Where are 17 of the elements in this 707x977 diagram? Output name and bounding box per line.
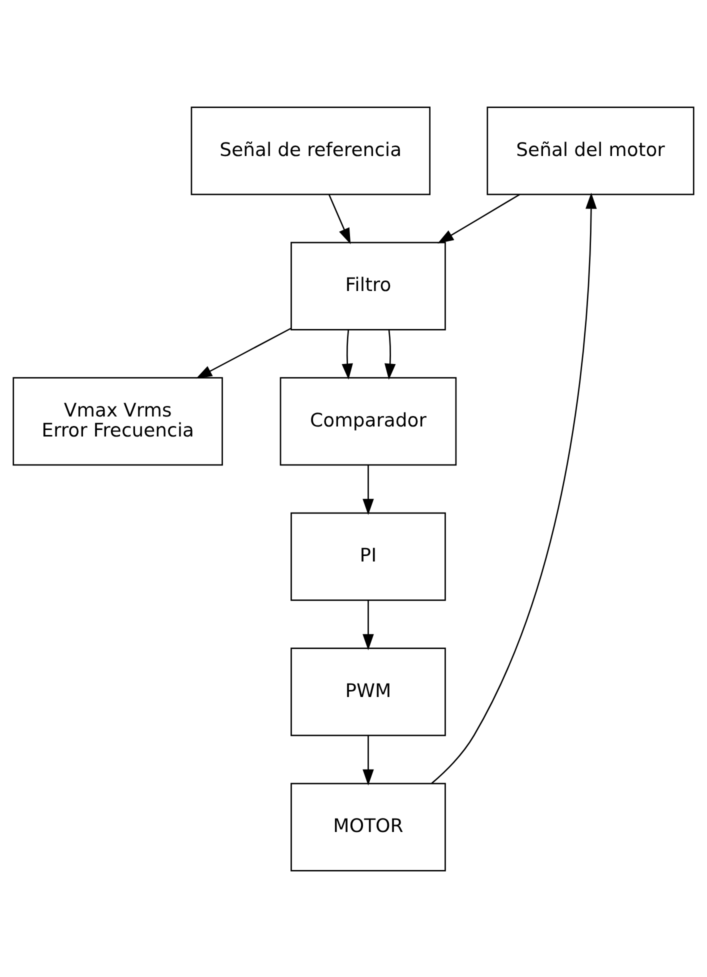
node-box: Filtro bbox=[290, 241, 446, 330]
node-box: Señal de referencia bbox=[190, 106, 430, 195]
arrow bbox=[362, 735, 374, 785]
node-box: Vmax Vrms Error Frecuencia bbox=[12, 376, 223, 466]
arrow bbox=[196, 327, 292, 378]
arrow bbox=[362, 600, 374, 650]
arrow bbox=[438, 193, 520, 243]
arrow bbox=[342, 329, 353, 380]
arrow bbox=[328, 194, 351, 244]
node-box: PI bbox=[290, 512, 446, 600]
arrow bbox=[384, 329, 396, 380]
node-box: PWM bbox=[290, 647, 446, 736]
node-box: Comparador bbox=[280, 376, 457, 466]
node-box: Señal del motor bbox=[486, 106, 694, 195]
arrow bbox=[431, 192, 597, 784]
arrow bbox=[362, 464, 374, 514]
node-box: MOTOR bbox=[290, 782, 446, 871]
